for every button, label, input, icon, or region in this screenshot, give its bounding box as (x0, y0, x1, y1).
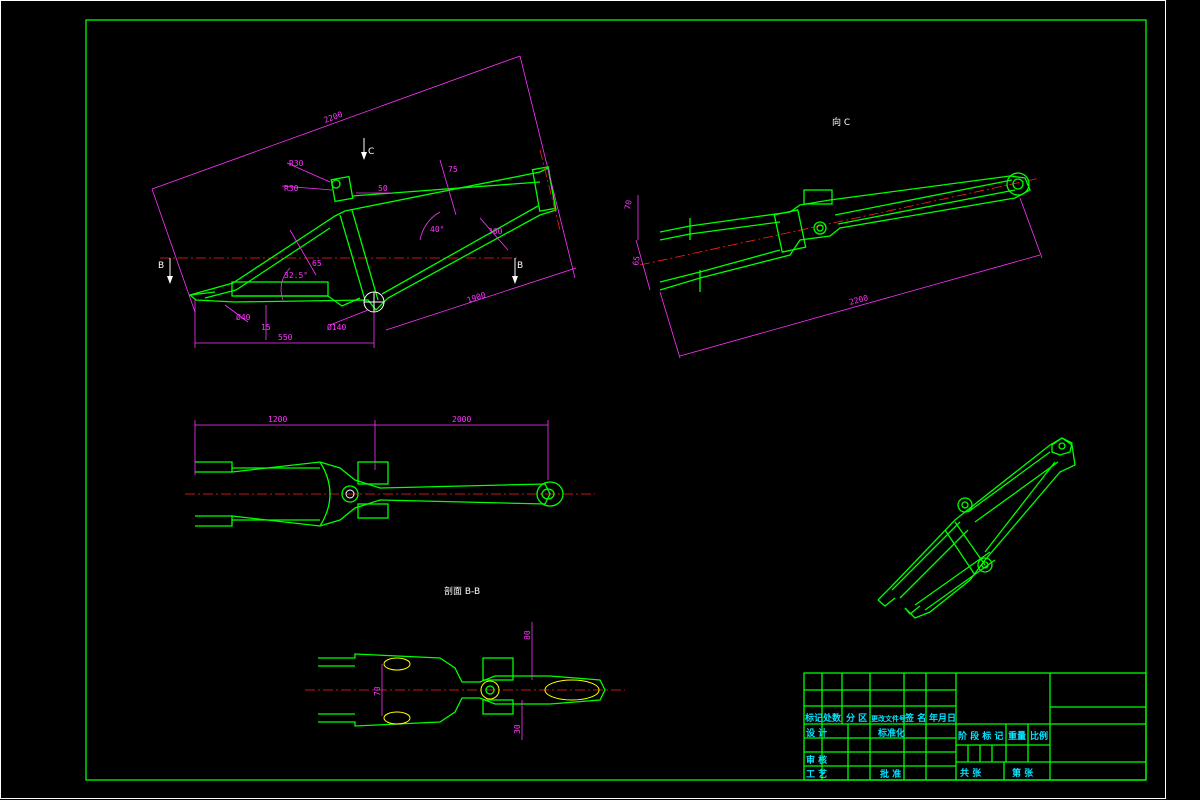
view-mark-c: C (368, 147, 374, 157)
isometric-view (877, 437, 1076, 619)
dim-325deg: 32.5° (284, 271, 308, 280)
tb-process: 工 艺 (806, 768, 827, 780)
iso-outline (877, 437, 1076, 619)
title-block: 标记 处数 分 区 更改文件号 签 名 年月日 设 计 标准化 审 核 工 艺 … (803, 672, 1147, 781)
top-dim-2000: 2000 (452, 415, 471, 424)
section-bb: 剖面 B-B 80 70 30 (305, 585, 625, 740)
dim-75: 75 (448, 165, 458, 174)
section-tube-lower (383, 711, 411, 725)
side-view: B B C 2200 R30 R30 50 (151, 55, 577, 348)
section-arrow-left (167, 276, 173, 284)
iso-head (1051, 437, 1073, 456)
iso-bracket (977, 557, 993, 573)
border-frame (85, 19, 1147, 781)
tb-header-2: 分 区 (846, 712, 867, 724)
tb-scale: 比例 (1030, 730, 1048, 742)
tb-sheet-no: 第 张 (1012, 767, 1034, 779)
view-c-outline (659, 175, 1031, 291)
tb-weight: 重量 (1008, 730, 1026, 742)
tb-standardization: 标准化 (877, 727, 905, 739)
top-dim-1200: 1200 (268, 415, 287, 424)
section-dim-70: 70 (373, 686, 382, 696)
tb-design: 设 计 (806, 727, 827, 739)
view-c-dim-2200: 2200 (848, 293, 869, 307)
dim-d140: Ø140 (327, 322, 346, 332)
tb-review: 审 核 (806, 754, 827, 766)
view-c-dim-65: 65 (631, 255, 642, 266)
dim-r-top: R30 (289, 159, 304, 168)
tb-header-5: 年月日 (929, 712, 956, 724)
frame-outline (188, 167, 557, 311)
tb-approve: 批 准 (880, 768, 901, 780)
dim-r-head: R30 (284, 184, 299, 193)
section-dim-80: 80 (523, 630, 532, 640)
dim-d40: Ø40 (236, 312, 251, 322)
section-mark-left: B (158, 261, 164, 271)
dim-550: 550 (278, 333, 293, 342)
section-tube-upper (383, 657, 411, 671)
view-c-centerline (639, 177, 1041, 266)
top-outline (195, 461, 551, 527)
dim-300: 300 (488, 227, 503, 236)
tb-header-3: 更改文件号 (871, 714, 906, 723)
section-outline (318, 653, 606, 727)
dim-65: 65 (312, 259, 322, 268)
tb-header-1: 处数 (822, 712, 842, 724)
tb-header-0: 标记 (804, 712, 823, 724)
section-mark-right: B (517, 261, 523, 271)
view-c-head (1006, 172, 1030, 196)
section-dim-30: 30 (513, 724, 522, 734)
dim-40deg: 40° (430, 225, 444, 234)
top-view: 1200 2000 (185, 415, 595, 527)
section-bracket (480, 680, 500, 700)
section-bb-label: 剖面 B-B (444, 585, 480, 597)
top-pivot (331, 179, 341, 189)
tb-header-4: 签 名 (904, 712, 926, 724)
dim-1900: 1900 (466, 290, 487, 305)
view-c: 向 C 70 65 2200 (623, 116, 1043, 359)
section-headtube (544, 679, 600, 701)
dim-overall: 2200 (323, 110, 344, 125)
title-block-frame (803, 672, 1147, 781)
top-head (536, 481, 564, 507)
view-c-label: 向 C (832, 116, 850, 128)
head-tube (531, 166, 557, 212)
tb-stage-mark: 阶 段 标 记 (958, 730, 1003, 742)
outer-frame (0, 0, 1166, 799)
dim-15: 15 (261, 323, 271, 332)
tb-total-sheets: 共 张 (960, 767, 982, 779)
view-arrow-c (361, 152, 367, 160)
view-c-dim-70: 70 (623, 199, 634, 210)
dim-50: 50 (378, 184, 388, 193)
section-arrow-right (512, 276, 518, 284)
